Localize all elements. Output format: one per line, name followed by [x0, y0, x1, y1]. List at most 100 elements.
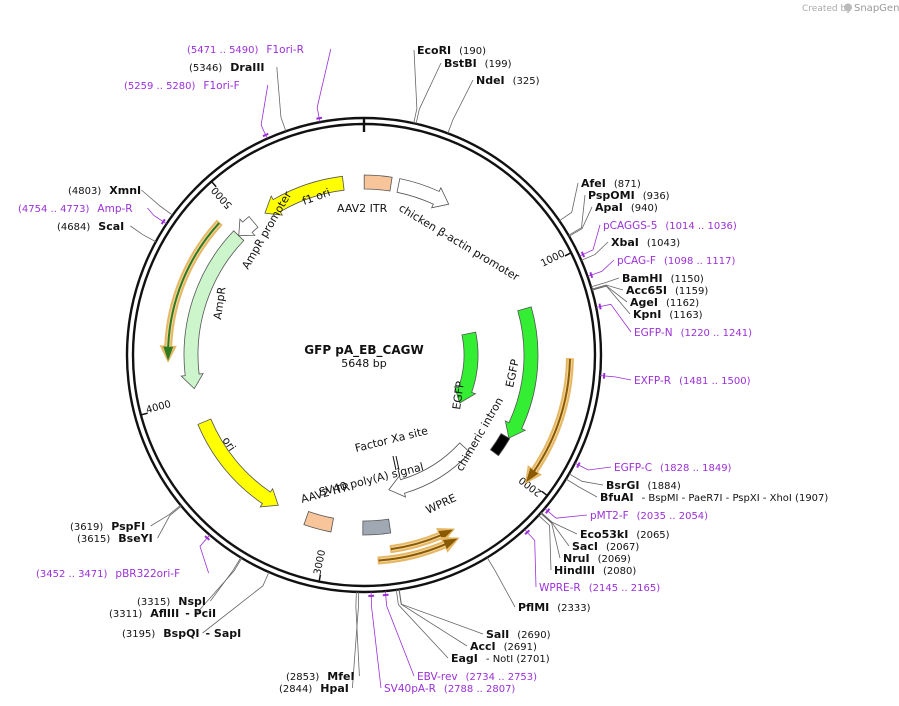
- site-name-eco53ki: Eco53kI: [580, 528, 628, 541]
- site-label-acc65i: Acc65I(1159): [626, 284, 708, 297]
- site-pos-exfpr: (1481 .. 1500): [679, 376, 751, 387]
- leader-pcagf: [587, 259, 615, 277]
- site-name-f1orir: F1ori-R: [266, 44, 303, 56]
- orf-arc-orf-1: [526, 359, 571, 483]
- site-pos-egfpn: (1220 .. 1241): [681, 328, 753, 339]
- feature-arc-sv40-polya: [362, 518, 392, 536]
- site-name-sali: SalI: [486, 628, 509, 641]
- tick-mark-5000: [210, 180, 217, 188]
- site-name-pflmi: PflMI: [518, 601, 549, 614]
- site-pos-bfuai: - BspMI - PaeR7I - PspXI - XhoI (1907): [642, 493, 829, 504]
- site-name-agei: AgeI: [630, 296, 658, 309]
- site-label-f1orir: (5471 .. 5490) F1ori-R: [187, 44, 304, 56]
- site-label-saci: SacI(2067): [572, 540, 639, 553]
- site-label-pspfi: (3619)PspFI: [70, 520, 145, 533]
- site-name-mfei: MfeI: [327, 670, 354, 683]
- leader-ndei: [447, 79, 474, 134]
- site-label-bstbi: BstBI(199): [444, 57, 512, 70]
- site-pos-pflmi: (2333): [557, 603, 590, 614]
- site-name-f1orif: F1ori-F: [203, 80, 239, 92]
- site-pos-pbr322orif: (3452 .. 3471): [36, 569, 108, 580]
- site-name-acci: AccI: [470, 640, 496, 653]
- site-label-sali: SalI(2690): [486, 628, 551, 641]
- leader-afliii: [196, 557, 243, 614]
- feature-arc-ori: [197, 418, 279, 508]
- feature-arc-cba-promoter: [396, 178, 450, 209]
- site-name-draiii: DraIII: [230, 61, 264, 74]
- site-name-kpni: KpnI: [633, 308, 661, 321]
- site-pos-xmni: (4803): [68, 186, 101, 197]
- leader-wprer: [524, 529, 537, 588]
- site-name-pcaggs5: pCAGGS-5: [603, 220, 657, 232]
- tick-label-3000: 3000: [312, 549, 328, 576]
- site-pos-wprer: (2145 .. 2165): [589, 583, 661, 594]
- leader-bspqi: [202, 571, 270, 634]
- site-pos-mfei: (2853): [286, 672, 319, 683]
- site-label-pcagf: pCAG-F(1098 .. 1117): [617, 255, 735, 267]
- site-label-scai: (4684)ScaI: [57, 220, 124, 233]
- leader-acci: [398, 589, 468, 647]
- site-name-pspomi: PspOMI: [588, 189, 635, 202]
- site-pos-nrui: (2069): [598, 554, 631, 565]
- tick-mark-4000: [139, 412, 148, 416]
- site-label-acci: AccI (2691): [470, 640, 537, 653]
- site-label-bsrgi: BsrGI(1884): [606, 479, 681, 492]
- leader-mfei: [355, 591, 360, 677]
- site-pos-f1orif: (5259 .. 5280): [124, 81, 196, 92]
- site-pos-bsrgi: (1884): [647, 481, 680, 492]
- site-pos-ebvrev: (2734 .. 2753): [466, 672, 538, 683]
- site-pos-hindiii: (2080): [603, 566, 636, 577]
- leader-ampr-primer: [147, 207, 167, 225]
- site-pos-acci: (2691): [504, 642, 537, 653]
- leader-eagi: [395, 589, 449, 659]
- site-name-hindiii: HindIII: [554, 564, 595, 577]
- site-name-sv40par: SV40pA-R: [384, 683, 436, 695]
- site-label-f1orif: (5259 .. 5280) F1ori-F: [124, 80, 240, 92]
- site-label-afliii: (3311)AflIII- PciI: [109, 607, 216, 620]
- leader-egfpc: [574, 462, 612, 471]
- primer-site-wprer: [524, 529, 531, 535]
- site-label-apai: ApaI(940): [595, 201, 658, 214]
- site-label-bfuai: BfuAI- BspMI - PaeR7I - PspXI - XhoI (19…: [600, 491, 828, 504]
- credit-prefix: Created by: [802, 4, 852, 14]
- tick-label-4000: 4000: [145, 399, 172, 416]
- site-label-hindiii: HindIII (2080): [554, 564, 636, 577]
- leader-pspomi: [568, 194, 586, 236]
- site-name-egfpn: EGFP-N: [634, 327, 673, 339]
- site-label-kpni: KpnI (1163): [633, 308, 703, 321]
- site-pos-kpni: (1163): [669, 310, 702, 321]
- site-pos-nspi: (3315): [137, 597, 170, 608]
- feature-arc-aav2-itr-1: [363, 174, 393, 192]
- site-name-nspi: NspI: [178, 595, 206, 608]
- site-name-xbai: XbaI: [611, 236, 639, 249]
- plasmid-length: 5648 bp: [341, 357, 386, 370]
- tick-label-5000: 5000: [210, 184, 235, 210]
- feature-arc-egfp-inner: [454, 331, 479, 404]
- site-pos-bspqi: (3195): [122, 629, 155, 640]
- site-pos-f1orir: (5471 .. 5490): [187, 45, 259, 56]
- site-label-afei: AfeI(871): [581, 177, 641, 190]
- leader-kpni: [591, 285, 631, 315]
- site-suffix-bspqi: - SapI: [206, 627, 242, 640]
- site-label-nspi: (3315) NspI: [137, 595, 206, 608]
- leader-bseyi: [157, 505, 182, 539]
- feature-label-ampr: AmpR: [211, 286, 228, 321]
- leader-f1orir: [316, 48, 332, 123]
- site-pos-hpai: (2844): [279, 684, 312, 695]
- site-name-exfpr: EXFP-R: [634, 375, 671, 387]
- site-name-bspqi: BspQI: [163, 627, 199, 640]
- site-label-mfei: (2853) MfeI: [286, 670, 355, 683]
- primer-site-ampr-primer: [160, 218, 166, 225]
- site-pos-pcagf: (1098 .. 1117): [664, 256, 736, 267]
- site-name-xmni: XmnI: [109, 184, 141, 197]
- feature-arc-f1-ori: [264, 175, 345, 216]
- leader-xbai: [581, 241, 609, 261]
- feature-label-egfp-outer: EGFP: [503, 358, 522, 389]
- site-pos-saci: (2067): [606, 542, 639, 553]
- primer-site-pbr322orif: [204, 535, 211, 541]
- feature-label-wpre: WPRE: [424, 491, 459, 516]
- site-name-pmt2f: pMT2-F: [590, 510, 629, 522]
- feature-arc-chimeric-intron: [489, 433, 511, 457]
- primer-site-egfpc: [576, 461, 581, 469]
- site-pos-draiii: (5346): [189, 63, 222, 74]
